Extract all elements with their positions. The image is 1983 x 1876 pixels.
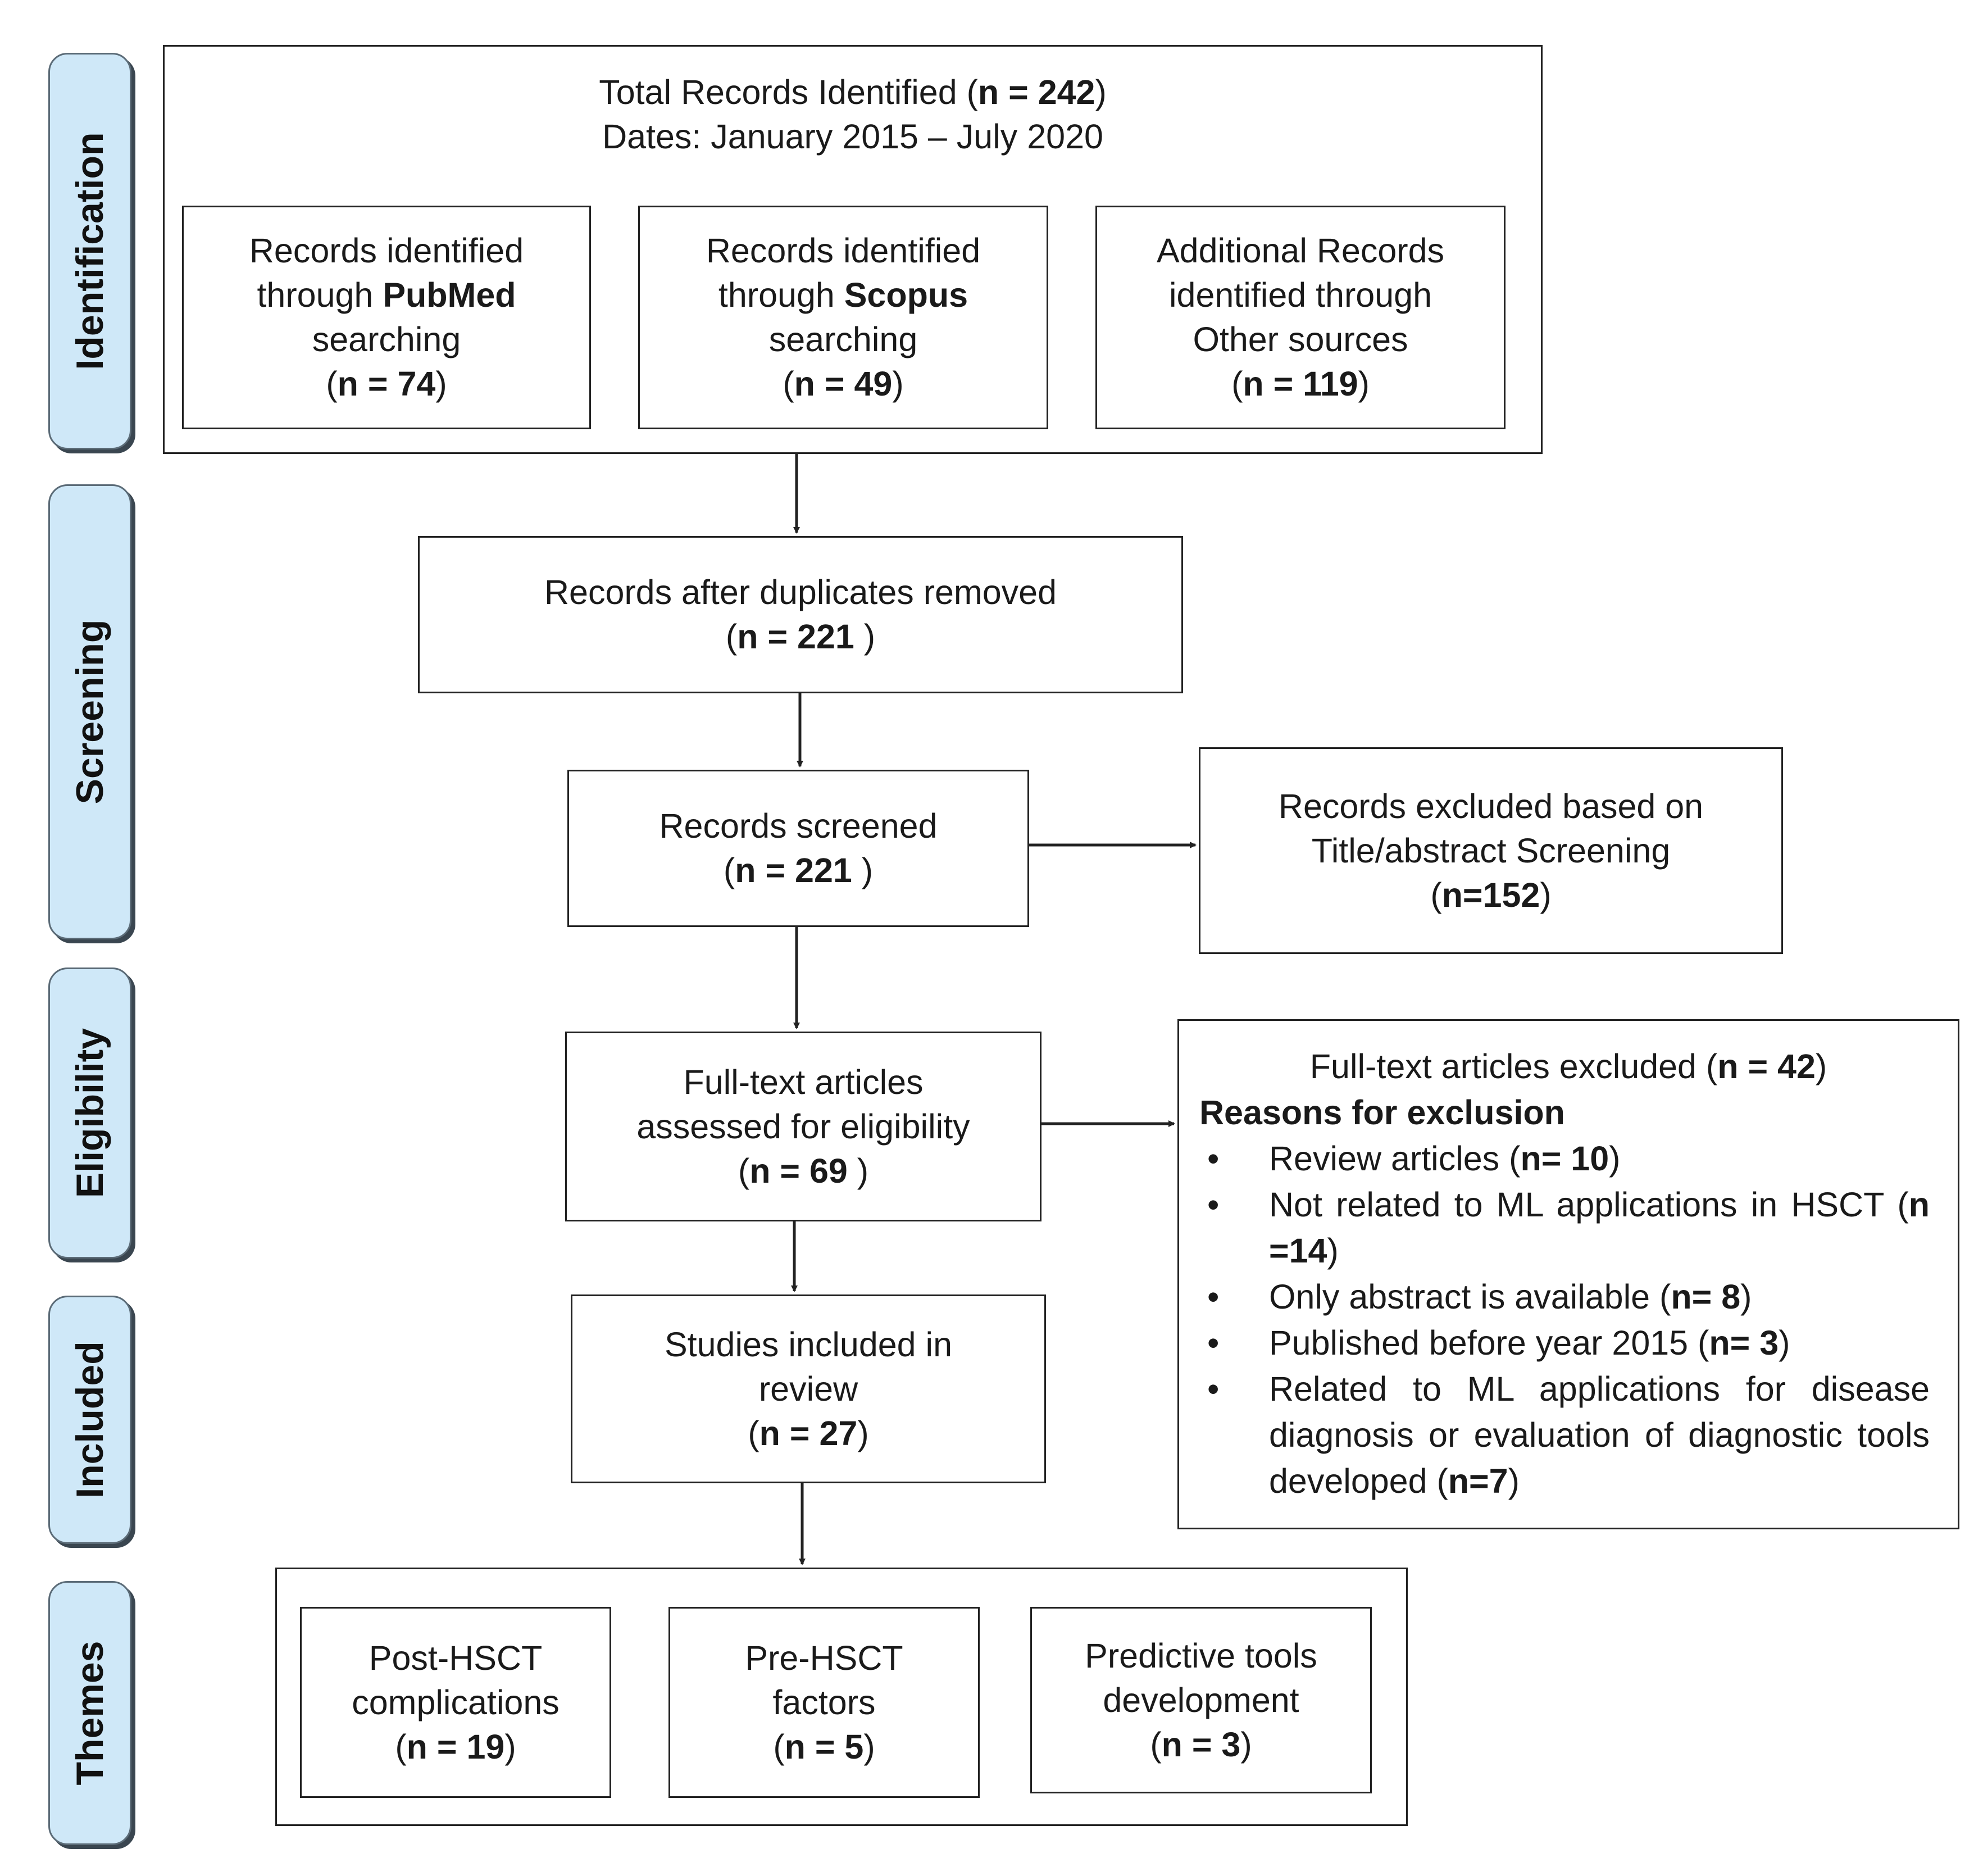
stage-label-eligibility: Eligibility (48, 967, 131, 1259)
exclusion-reasons-list: •Review articles (n= 10) •Not related to… (1207, 1135, 1930, 1504)
list-item: •Published before year 2015 (n= 3) (1207, 1320, 1930, 1366)
stage-label-themes: Themes (48, 1581, 131, 1845)
stage-label-identification: Identification (48, 53, 131, 449)
total-records-line: Total Records Identified (n = 242) (599, 73, 1107, 111)
list-item: •Review articles (n= 10) (1207, 1135, 1930, 1182)
count: n = 5 (784, 1727, 864, 1766)
fulltext-excluded-box: Full-text articles excluded (n = 42) Rea… (1177, 1019, 1959, 1529)
list-item: •Not related to ML applications in HSCT … (1207, 1182, 1930, 1274)
count: n = 27 (759, 1414, 858, 1452)
date-range: Dates: January 2015 – July 2020 (602, 117, 1103, 156)
source-box-pubmed: Records identified through PubMed search… (182, 206, 591, 429)
source-box-scopus: Records identified through Scopus search… (638, 206, 1048, 429)
bullet-icon: • (1207, 1139, 1220, 1178)
count: n = 19 (406, 1727, 505, 1766)
reasons-heading: Reasons for exclusion (1199, 1093, 1565, 1132)
duplicates-removed-box: Records after duplicates removed (n = 22… (418, 536, 1183, 693)
total-records-count: n = 242 (977, 73, 1095, 111)
stage-label-screening: Screening (48, 484, 131, 939)
fulltext-excluded-title: Full-text articles excluded (n = 42) (1309, 1047, 1827, 1085)
count: n = 3 (1161, 1725, 1241, 1764)
bullet-icon: • (1207, 1185, 1220, 1224)
bullet-icon: • (1207, 1324, 1220, 1362)
records-excluded-box: Records excluded based on Title/abstract… (1199, 747, 1783, 954)
fulltext-assessed-box: Full-text articles assessed for eligibil… (565, 1032, 1041, 1221)
list-item: •Only abstract is available (n= 8) (1207, 1274, 1930, 1320)
theme-box-pre-hsct: Pre-HSCT factors (n = 5) (668, 1607, 980, 1798)
count: n = 221 (737, 617, 854, 656)
studies-included-box: Studies included in review (n = 27) (571, 1294, 1046, 1483)
records-screened-box: Records screened (n = 221 ) (567, 770, 1029, 927)
bullet-icon: • (1207, 1278, 1220, 1316)
count: n=152 (1441, 875, 1540, 914)
bullet-icon: • (1207, 1370, 1220, 1408)
list-item: •Related to ML applications for disease … (1207, 1366, 1930, 1504)
count: n = 49 (794, 365, 893, 403)
theme-box-post-hsct: Post-HSCT complications (n = 19) (300, 1607, 611, 1798)
count: n = 119 (1243, 365, 1358, 403)
count: n = 221 (735, 851, 852, 889)
count: n = 69 (749, 1151, 848, 1190)
source-box-other: Additional Records identified through Ot… (1095, 206, 1506, 429)
stage-label-included: Included (48, 1296, 131, 1544)
count: n = 74 (337, 365, 436, 403)
theme-box-predictive-tools: Predictive tools development (n = 3) (1030, 1607, 1372, 1793)
